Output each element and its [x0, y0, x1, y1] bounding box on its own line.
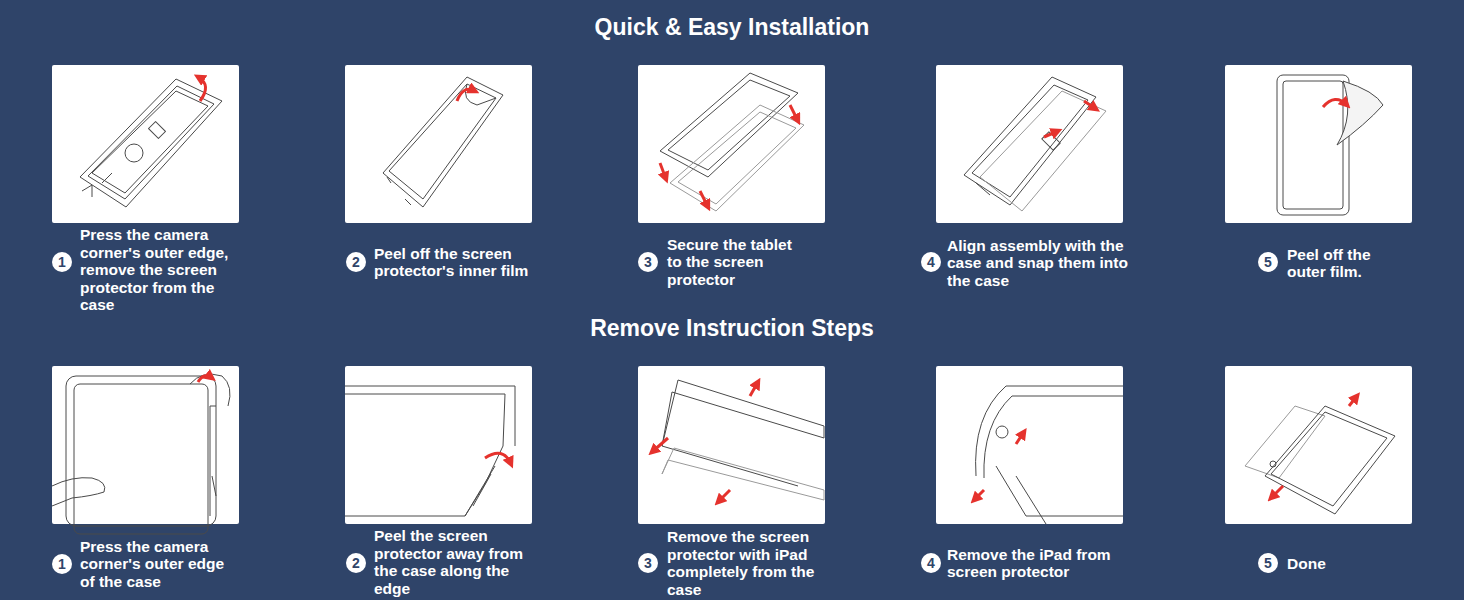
- step-number: 5: [1258, 252, 1278, 272]
- step-number-text: 3: [644, 555, 652, 571]
- section-heading: Remove Instruction Steps: [0, 315, 1464, 342]
- step-number-text: 5: [1264, 555, 1272, 571]
- step-number: 4: [921, 553, 941, 573]
- step-number-text: 1: [58, 556, 66, 572]
- step-panel: Peel off the outer film.: [1225, 65, 1412, 223]
- step-number: 4: [921, 252, 941, 272]
- line-drawings: [52, 73, 1395, 534]
- step-number-text: 2: [352, 555, 360, 571]
- step-number-text: 5: [1264, 254, 1272, 270]
- step-panel: Peel off the screen protector's inner fi…: [345, 65, 532, 223]
- step-panel: Peel the screen protector away from the …: [345, 366, 532, 524]
- step-number-text: 4: [927, 555, 935, 571]
- step-number: 2: [346, 252, 366, 272]
- step-number: 5: [1258, 553, 1278, 573]
- step-caption: Remove the screen protector with iPad co…: [667, 528, 827, 598]
- step-panel: Remove the iPad from screen protector: [936, 366, 1123, 524]
- step-caption: Press the camera corner's outer edge, re…: [80, 226, 232, 314]
- step-number: 3: [638, 553, 658, 573]
- step-number-text: 3: [644, 254, 652, 270]
- step-caption: Press the camera corner's outer edge of …: [80, 538, 232, 591]
- step-panel: Done: [1225, 366, 1412, 524]
- step-number-text: 1: [58, 254, 66, 270]
- step-caption: Peel off the outer film.: [1287, 246, 1397, 281]
- step-caption: Peel the screen protector away from the …: [374, 527, 534, 597]
- step-number-text: 2: [352, 254, 360, 270]
- step-number-text: 4: [927, 254, 935, 270]
- step-number: 1: [52, 554, 72, 574]
- step-caption: Peel off the screen protector's inner fi…: [374, 245, 552, 280]
- step-panel: Remove the screen protector with iPad co…: [638, 366, 825, 524]
- step-panel: Press the camera corner's outer edge, re…: [52, 65, 239, 223]
- step-caption: Secure the tablet to the screen protecto…: [667, 236, 809, 289]
- step-panel: Secure the tablet to the screen protecto…: [638, 65, 825, 223]
- step-panel: Align assembly with the case and snap th…: [936, 65, 1123, 223]
- panel-ground: [52, 65, 1412, 524]
- step-caption: Remove the iPad from screen protector: [947, 546, 1129, 581]
- step-number: 3: [638, 252, 658, 272]
- step-number: 1: [52, 252, 72, 272]
- step-caption: Done: [1287, 555, 1397, 573]
- step-number: 2: [346, 553, 366, 573]
- step-caption: Align assembly with the case and snap th…: [947, 237, 1145, 290]
- section-heading: Quick & Easy Installation: [0, 14, 1464, 41]
- step-panel: Press the camera corner's outer edge of …: [52, 366, 239, 524]
